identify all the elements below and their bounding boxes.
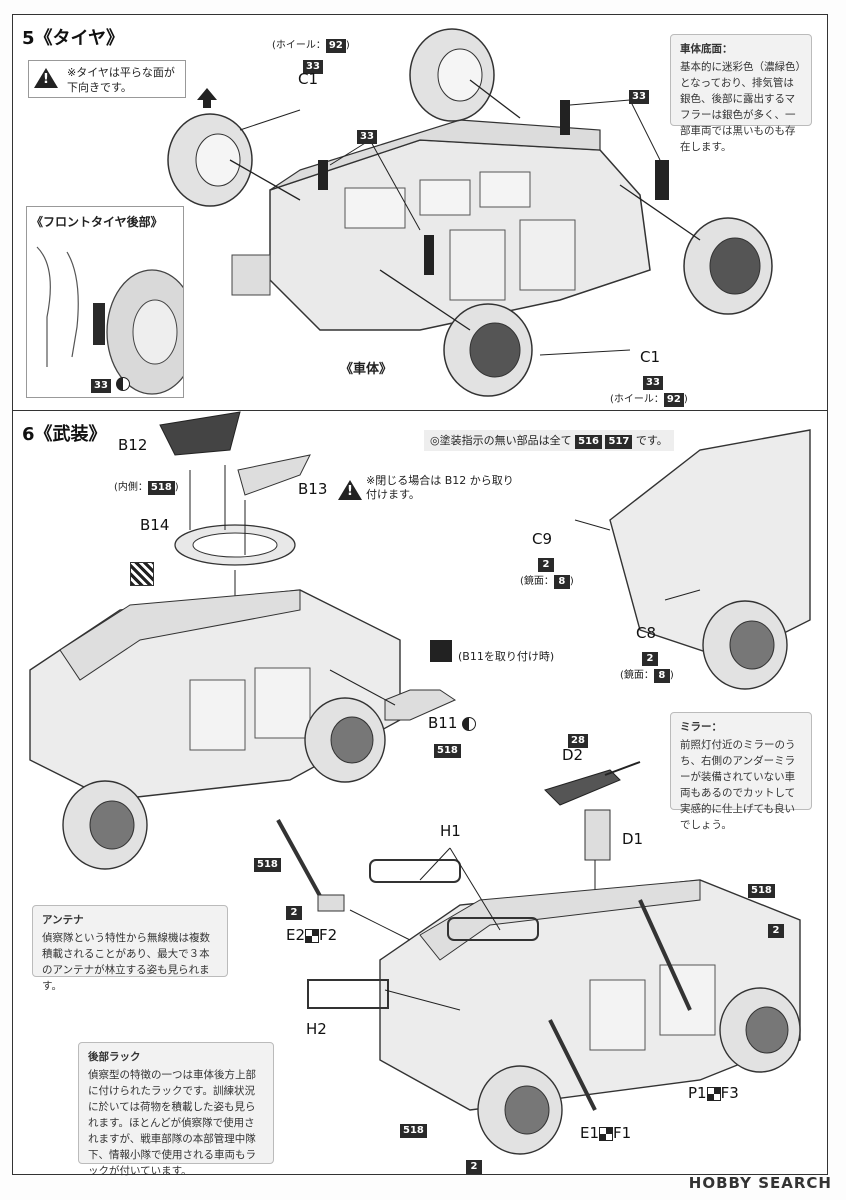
part-c9: C9 xyxy=(532,530,553,548)
antenna-color-badge: 518 xyxy=(254,858,281,872)
tire-color-badge: 33 xyxy=(303,60,323,74)
c8-mirror-note: (鏡面：8) xyxy=(620,669,674,683)
front-tire-drawing xyxy=(36,246,183,395)
inset-title: 《フロントタイヤ後部》 xyxy=(31,215,163,229)
rack-note: 後部ラック 偵察型の特徴の一つは車体後方上部に付けられたラックです。訓練状況に於… xyxy=(78,1042,274,1177)
flap-color-badge-b: 33 xyxy=(629,90,649,104)
unpainted-note: ◎塗装指示の無い部品は全て 516 517 です。 xyxy=(424,430,674,451)
checker-icon xyxy=(706,1086,721,1101)
part-b11: B11 xyxy=(428,714,477,732)
color-badge-517: 517 xyxy=(605,435,633,449)
mirror-note: ミラー： 前照灯付近のミラーのうち、右側のアンダーミラーが装備されていない車両も… xyxy=(670,712,812,831)
mirror-note-title: ミラー： xyxy=(680,721,722,733)
part-c8: C8 xyxy=(636,624,657,642)
wheel-note-bottom: (ホイール：92) xyxy=(610,393,688,407)
checker-icon xyxy=(599,1126,614,1141)
tire-color-badge-bottom: 33 xyxy=(643,376,663,390)
wheel-note-top: (ホイール：92) xyxy=(272,39,350,53)
part-b14: B14 xyxy=(140,516,170,534)
rack-note-title: 後部ラック xyxy=(88,1051,141,1063)
warning-icon-b13 xyxy=(338,480,362,500)
glue-icon xyxy=(116,376,131,391)
inset-paint-callout: 33 xyxy=(91,373,131,393)
antenna-note: アンテナ 偵察隊という特性から無線機は複数積載されることがあり、最大で３本のアン… xyxy=(32,905,228,992)
antenna-note-title: アンテナ xyxy=(42,914,84,926)
right-antenna-badge: 518 xyxy=(748,884,775,898)
b12-inner-badge: 518 xyxy=(147,481,175,495)
c9-mirror-note: (鏡面：8) xyxy=(520,575,574,589)
mirror-note-body: 前照灯付近のミラーのうち、右側のアンダーミラーが装備されていない車両もあるのでカ… xyxy=(680,739,796,831)
antenna-color-badge-2: 2 xyxy=(286,906,302,920)
c8-color-badge: 2 xyxy=(642,652,658,666)
cut-icon xyxy=(130,562,154,586)
part-h2: H2 xyxy=(306,1020,327,1038)
b11-note: (B11を取り付け時) xyxy=(458,650,555,663)
d2-color-badge: 28 xyxy=(568,734,588,748)
chassis-drawing xyxy=(167,28,773,397)
tire-top-left xyxy=(167,113,253,207)
step-6-title: 6《武装》 xyxy=(22,424,107,445)
bottom-antenna-badge: 518 xyxy=(400,1124,427,1138)
part-h1: H1 xyxy=(440,822,461,840)
front-tire-inset: 《フロントタイヤ後部》 33 xyxy=(26,206,184,398)
color-badge-516: 516 xyxy=(575,435,602,449)
c9-color-badge: 2 xyxy=(538,558,554,572)
warning-icon xyxy=(34,68,58,88)
part-b13: B13 xyxy=(298,480,328,498)
note-title: 車体底面： xyxy=(680,43,733,55)
bottom-antenna-badge-2: 2 xyxy=(466,1160,482,1174)
wheel-color-badge: 92 xyxy=(325,39,346,53)
body-label: 《車体》 xyxy=(340,362,393,377)
step-5-title: 5《タイヤ》 xyxy=(22,28,124,49)
checker-icon xyxy=(305,928,320,943)
rack-note-body: 偵察型の特徴の一つは車体後方上部に付けられたラックです。訓練状況に於いては荷物を… xyxy=(88,1069,256,1177)
warning-text: ※タイヤは平らな面が下向きです。 xyxy=(67,66,175,94)
underbody-note: 車体底面： 基本的に迷彩色（濃緑色）となっており、排気管は銀色、後部に露出するマ… xyxy=(670,34,812,153)
antenna-note-body: 偵察隊という特性から無線機は複数積載されることがあり、最大で３本のアンテナが林立… xyxy=(42,932,210,992)
flap-color-badge-a: 33 xyxy=(357,130,377,144)
right-antenna-badge-2: 2 xyxy=(768,924,784,938)
part-d2: D2 xyxy=(562,746,584,764)
watermark: HOBBY SEARCH xyxy=(688,1174,832,1192)
part-c1-top: C1 xyxy=(298,70,319,88)
c9-mirror-badge: 8 xyxy=(553,575,570,589)
part-c1-bottom: C1 xyxy=(640,348,661,366)
b13-warning: ※閉じる場合は B12 から取り付けます。 xyxy=(366,474,514,501)
part-d1: D1 xyxy=(622,830,644,848)
color-badge: 33 xyxy=(91,379,111,393)
b11-color-badge: 518 xyxy=(434,744,461,758)
glue-icon xyxy=(462,716,477,731)
wheel-color-badge-bottom: 92 xyxy=(663,393,684,407)
b12-inner-note: (内側：518) xyxy=(114,481,179,495)
part-b12: B12 xyxy=(118,436,148,454)
note-body: 基本的に迷彩色（濃緑色）となっており、排気管は銀色、後部に露出するマフラーは銀色… xyxy=(680,61,801,153)
c8-mirror-badge: 8 xyxy=(653,669,670,683)
